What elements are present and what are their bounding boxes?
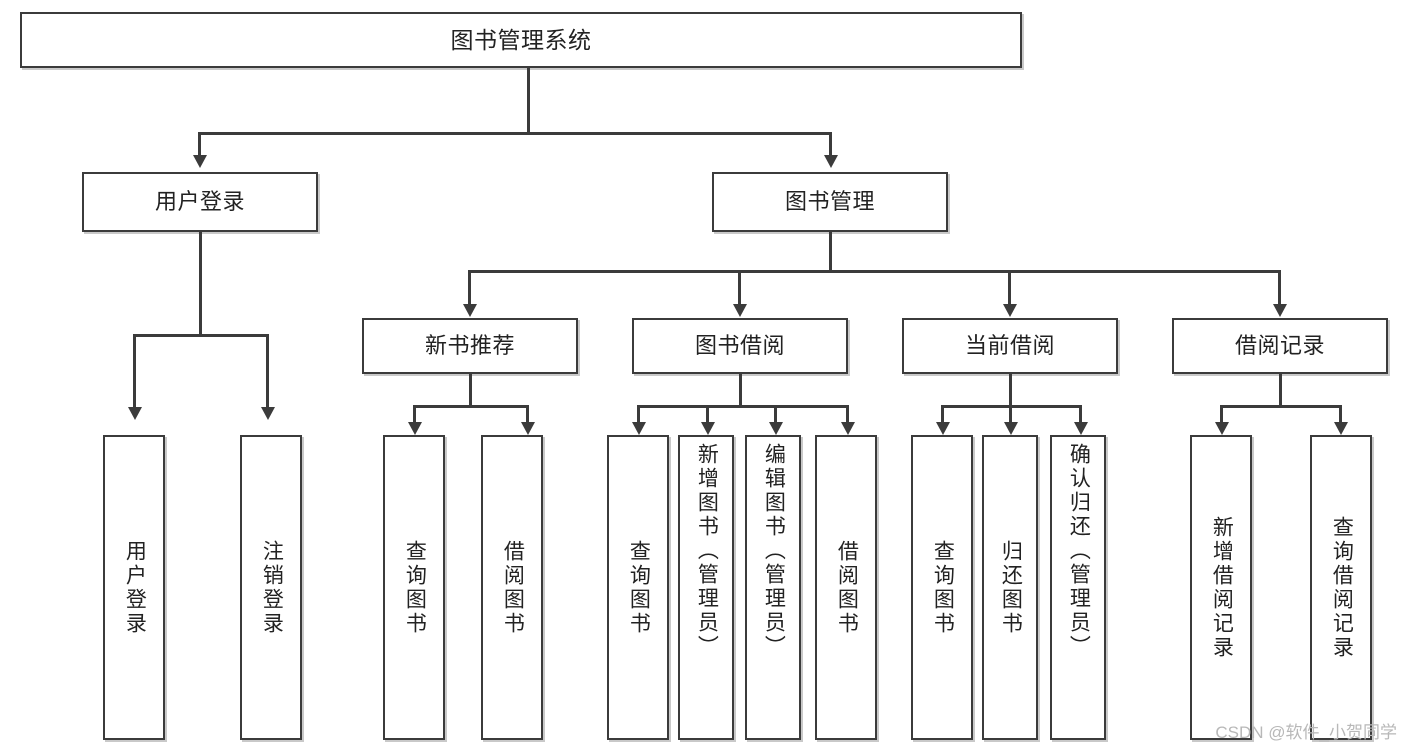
connector-book-borrow-drop-4 xyxy=(846,405,849,423)
node-label: 用户登录 xyxy=(123,539,147,636)
leaf-query-book-borrow[interactable]: 查询图书 xyxy=(607,435,669,740)
arrow-to-leaf-confirm-return xyxy=(1074,422,1088,435)
leaf-query-borrow-record[interactable]: 查询借阅记录 xyxy=(1310,435,1372,740)
arrow-to-leaf-return-book xyxy=(1004,422,1018,435)
connector-borrow-record-drop-2 xyxy=(1339,405,1342,423)
arrow-to-leaf-add-record xyxy=(1215,422,1229,435)
connector-borrow-record-bar xyxy=(1220,405,1341,408)
connector-current-borrow-stem xyxy=(1009,374,1012,407)
connector-book-borrow-stem xyxy=(739,374,742,407)
node-label: 当前借阅 xyxy=(964,333,1055,359)
leaf-logout[interactable]: 注销登录 xyxy=(240,435,302,740)
node-label: 借阅记录 xyxy=(1234,333,1325,359)
connector-borrow-record-stem xyxy=(1279,374,1282,407)
leaf-user-login[interactable]: 用户登录 xyxy=(103,435,165,740)
node-label: 编辑图书（管理员） xyxy=(762,443,786,659)
connector-current-borrow-drop-1 xyxy=(941,405,944,423)
connector-user-login-bar xyxy=(133,334,268,337)
node-label: 用户登录 xyxy=(154,189,245,215)
node-label: 查询图书 xyxy=(627,539,651,636)
node-label: 新增图书（管理员） xyxy=(695,443,719,659)
connector-new-book-drop-2 xyxy=(526,405,529,423)
node-label: 借阅图书 xyxy=(835,539,859,636)
node-user-login[interactable]: 用户登录 xyxy=(82,172,318,232)
connector-borrow-record-drop-1 xyxy=(1220,405,1223,423)
node-label: 查询图书 xyxy=(403,539,427,636)
node-label: 新书推荐 xyxy=(424,333,515,359)
connector-root-stem xyxy=(527,68,530,134)
leaf-edit-book-admin[interactable]: 编辑图书（管理员） xyxy=(745,435,801,740)
connector-user-login-drop-2 xyxy=(266,334,269,408)
arrow-to-leaf-query-book-2 xyxy=(632,422,646,435)
node-label: 确认归还（管理员） xyxy=(1067,443,1091,659)
connector-user-login-stem xyxy=(199,232,202,336)
connector-branch-drop-1 xyxy=(468,270,471,305)
connector-book-borrow-bar xyxy=(637,405,849,408)
node-book-management[interactable]: 图书管理 xyxy=(712,172,948,232)
arrow-to-leaf-edit-book xyxy=(769,422,783,435)
arrow-to-leaf-query-record xyxy=(1334,422,1348,435)
arrow-to-leaf-user-login xyxy=(128,407,142,420)
connector-branch-drop-2 xyxy=(738,270,741,305)
arrow-to-leaf-query-book-3 xyxy=(936,422,950,435)
arrow-to-book-borrow xyxy=(733,304,747,317)
leaf-borrow-book-borrow[interactable]: 借阅图书 xyxy=(815,435,877,740)
leaf-return-book[interactable]: 归还图书 xyxy=(982,435,1038,740)
connector-new-book-bar xyxy=(413,405,528,408)
leaf-add-book-admin[interactable]: 新增图书（管理员） xyxy=(678,435,734,740)
connector-book-borrow-drop-2 xyxy=(706,405,709,423)
node-label: 查询借阅记录 xyxy=(1330,515,1354,660)
node-label: 归还图书 xyxy=(999,539,1023,636)
node-label: 借阅图书 xyxy=(501,539,525,636)
node-label: 新增借阅记录 xyxy=(1210,515,1234,660)
connector-new-book-stem xyxy=(469,374,472,407)
connector-book-manage-bar xyxy=(468,270,1280,273)
leaf-query-book-recommend[interactable]: 查询图书 xyxy=(383,435,445,740)
arrow-to-borrow-record xyxy=(1273,304,1287,317)
node-new-book-recommend[interactable]: 新书推荐 xyxy=(362,318,578,374)
arrow-to-leaf-logout xyxy=(261,407,275,420)
leaf-confirm-return-admin[interactable]: 确认归还（管理员） xyxy=(1050,435,1106,740)
connector-branch-drop-4 xyxy=(1278,270,1281,305)
node-label: 图书管理系统 xyxy=(450,26,592,53)
connector-root-drop-left xyxy=(198,132,201,156)
arrow-to-book-manage xyxy=(824,155,838,168)
leaf-add-borrow-record[interactable]: 新增借阅记录 xyxy=(1190,435,1252,740)
node-label: 图书管理 xyxy=(784,189,875,215)
node-label: 图书借阅 xyxy=(694,333,785,359)
arrow-to-leaf-borrow-book-1 xyxy=(521,422,535,435)
connector-book-manage-stem xyxy=(829,232,832,272)
connector-current-borrow-drop-3 xyxy=(1079,405,1082,423)
connector-branch-drop-3 xyxy=(1008,270,1011,305)
connector-new-book-drop-1 xyxy=(413,405,416,423)
connector-user-login-drop-1 xyxy=(133,334,136,408)
connector-book-borrow-drop-1 xyxy=(637,405,640,423)
leaf-borrow-book-recommend[interactable]: 借阅图书 xyxy=(481,435,543,740)
connector-root-drop-right xyxy=(829,132,832,156)
arrow-to-current-borrow xyxy=(1003,304,1017,317)
arrow-to-leaf-add-book xyxy=(701,422,715,435)
node-root-system[interactable]: 图书管理系统 xyxy=(20,12,1022,68)
node-label: 查询图书 xyxy=(931,539,955,636)
leaf-query-book-current[interactable]: 查询图书 xyxy=(911,435,973,740)
connector-root-bar xyxy=(198,132,830,135)
node-current-borrow[interactable]: 当前借阅 xyxy=(902,318,1118,374)
connector-current-borrow-drop-2 xyxy=(1009,405,1012,423)
connector-book-borrow-drop-3 xyxy=(774,405,777,423)
node-book-borrow[interactable]: 图书借阅 xyxy=(632,318,848,374)
node-label: 注销登录 xyxy=(260,539,284,636)
arrow-to-new-book xyxy=(463,304,477,317)
node-borrow-record[interactable]: 借阅记录 xyxy=(1172,318,1388,374)
arrow-to-leaf-query-book-1 xyxy=(408,422,422,435)
arrow-to-leaf-borrow-book-2 xyxy=(841,422,855,435)
arrow-to-user-login xyxy=(193,155,207,168)
